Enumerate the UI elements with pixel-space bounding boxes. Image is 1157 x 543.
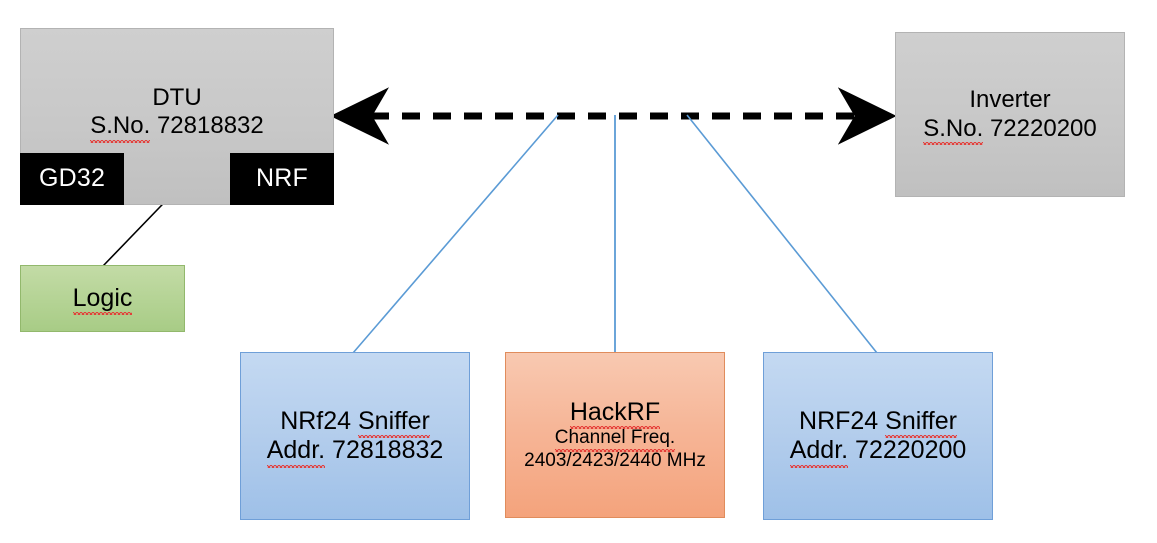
connector-sniffer-right-link xyxy=(686,114,878,354)
sniffer-right-label: NRF24 Sniffer xyxy=(799,406,957,438)
gd32-label: GD32 xyxy=(38,164,106,193)
connector-sniffer-left-link xyxy=(352,114,559,354)
node-inverter[interactable]: Inverter S.No. 72220200 xyxy=(895,32,1125,197)
node-gd32[interactable]: GD32 xyxy=(20,153,124,205)
hackrf-channel-label: Channel Freq. xyxy=(554,427,676,453)
node-hackrf[interactable]: HackRF Channel Freq. 2403/2423/2440 MHz xyxy=(505,352,725,518)
sniffer-right-addr-value: 72220200 xyxy=(855,436,967,464)
dtu-serial-prefix: S.No. xyxy=(90,112,151,143)
node-logic[interactable]: Logic xyxy=(20,265,185,332)
hackrf-label: HackRF xyxy=(569,397,661,429)
inverter-serial: S.No. 72220200 xyxy=(923,114,1097,146)
inverter-label: Inverter xyxy=(969,86,1051,114)
sniffer-left-addr-value: 72818832 xyxy=(332,436,444,464)
node-sniffer-right[interactable]: NRF24 Sniffer Addr. 72220200 xyxy=(763,352,993,520)
logic-label: Logic xyxy=(72,283,133,315)
inverter-serial-prefix: S.No. xyxy=(923,114,984,146)
nrf-label: NRF xyxy=(256,164,308,193)
sniffer-left-label: NRf24 Sniffer xyxy=(280,406,430,438)
node-nrf[interactable]: NRF xyxy=(230,153,334,205)
hackrf-channel-freqs: 2403/2423/2440 MHz xyxy=(524,449,706,471)
dtu-label: DTU xyxy=(152,84,202,111)
sniffer-left-addr-prefix: Addr. xyxy=(266,436,326,467)
sniffer-left-addr: Addr. 72818832 xyxy=(266,436,444,467)
sniffer-right-addr: Addr. 72220200 xyxy=(789,436,967,467)
dtu-serial: S.No. 72818832 xyxy=(90,112,264,143)
dtu-serial-value: 72818832 xyxy=(156,112,264,140)
node-sniffer-left[interactable]: NRf24 Sniffer Addr. 72818832 xyxy=(240,352,470,520)
sniffer-right-addr-prefix: Addr. xyxy=(789,436,849,467)
inverter-serial-value: 72220200 xyxy=(989,114,1097,142)
